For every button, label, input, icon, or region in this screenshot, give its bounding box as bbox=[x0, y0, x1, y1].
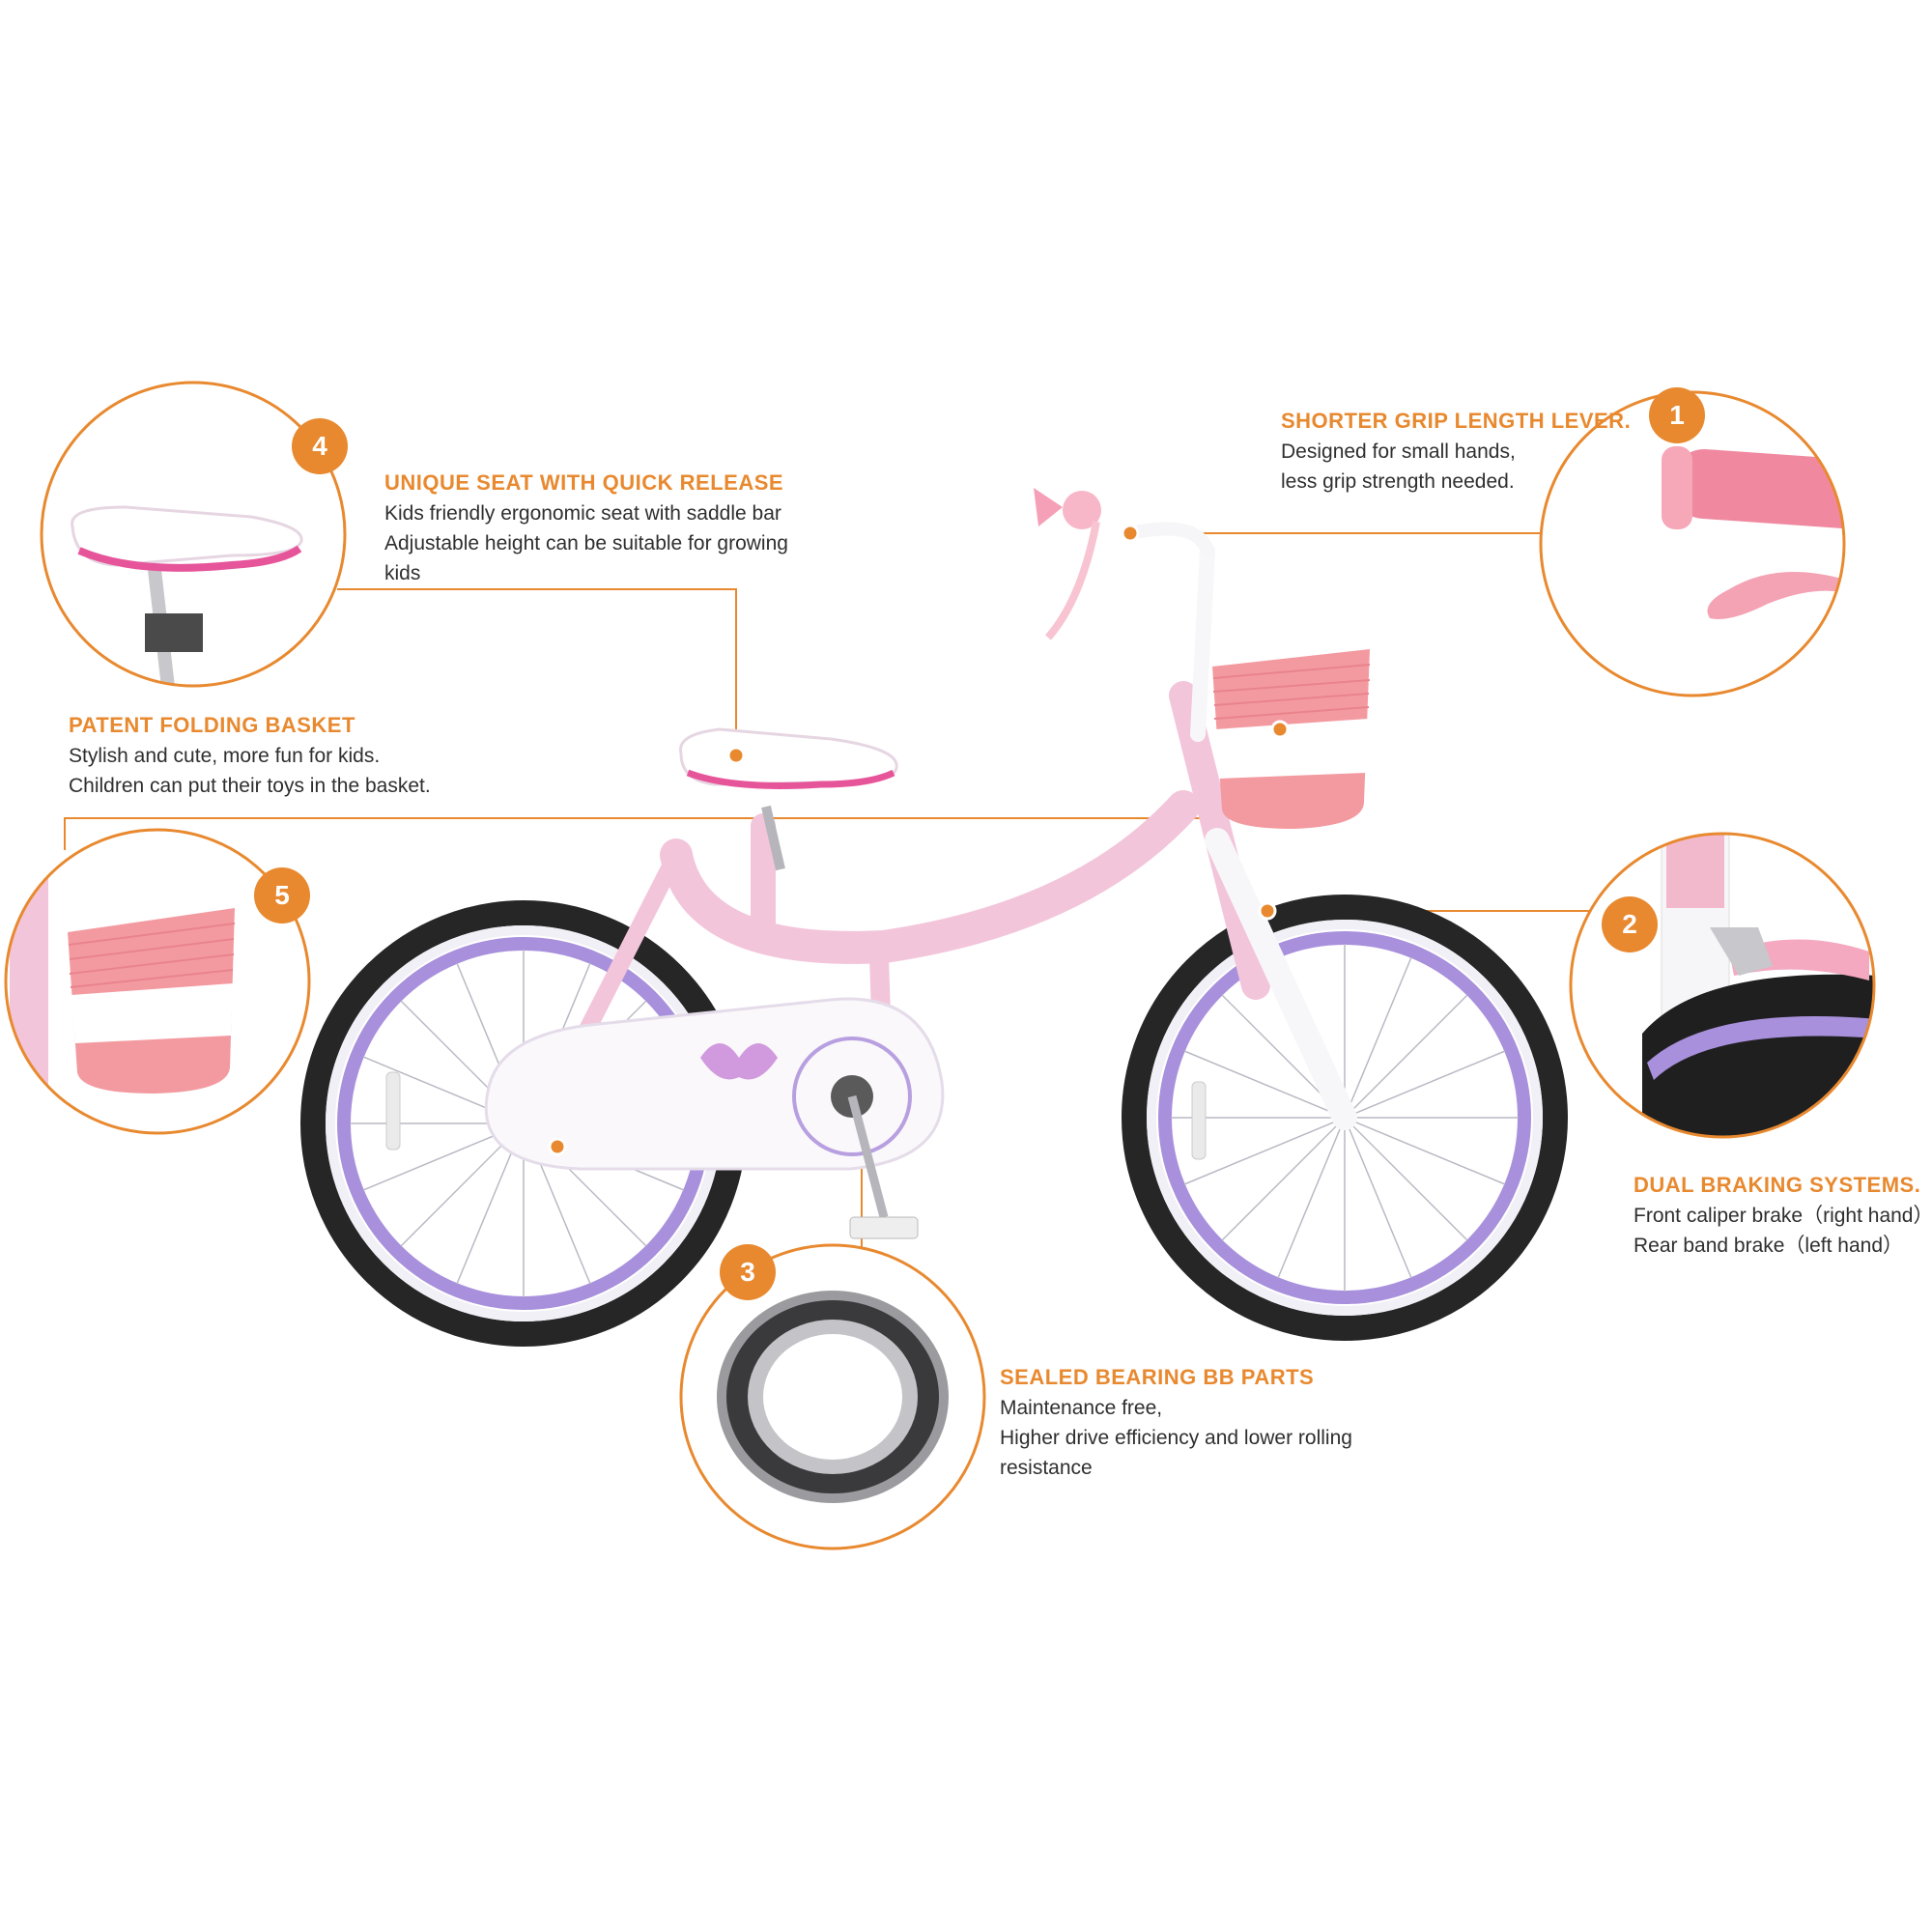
feature-line: Front caliper brake（right hand） bbox=[1634, 1205, 1932, 1227]
badge-1: 1 bbox=[1649, 387, 1705, 443]
feature-line: Designed for small hands, bbox=[1281, 440, 1516, 463]
feature-title: DUAL BRAKING SYSTEMS. bbox=[1634, 1173, 1921, 1197]
feature-folding-basket: PATENT FOLDING BASKET Stylish and cute, … bbox=[69, 710, 431, 801]
feature-line: Higher drive efficiency and lower rollin… bbox=[1000, 1427, 1352, 1449]
feature-dual-braking: DUAL BRAKING SYSTEMS. Front caliper brak… bbox=[1634, 1170, 1932, 1261]
feature-title: UNIQUE SEAT WITH QUICK RELEASE bbox=[384, 470, 784, 495]
feature-line: less grip strength needed. bbox=[1281, 470, 1515, 493]
feature-line: Adjustable height can be suitable for gr… bbox=[384, 532, 788, 554]
badge-2: 2 bbox=[1602, 896, 1658, 952]
bike-seat bbox=[679, 727, 898, 786]
feature-title: SEALED BEARING BB PARTS bbox=[1000, 1365, 1315, 1389]
feature-unique-seat: UNIQUE SEAT WITH QUICK RELEASE Kids frie… bbox=[384, 468, 788, 588]
badge-4: 4 bbox=[292, 418, 348, 474]
bearing-ring-icon bbox=[679, 1243, 986, 1550]
feature-line: kids bbox=[384, 562, 421, 584]
badge-5: 5 bbox=[254, 867, 310, 923]
feature-line: Kids friendly ergonomic seat with saddle… bbox=[384, 502, 781, 525]
kids-bicycle-icon bbox=[300, 488, 1568, 1347]
feature-grip-lever: SHORTER GRIP LENGTH LEVER. Designed for … bbox=[1281, 406, 1631, 497]
feature-title: SHORTER GRIP LENGTH LEVER. bbox=[1281, 409, 1632, 433]
feature-line: Children can put their toys in the baske… bbox=[69, 775, 431, 797]
caliper-brake-icon bbox=[1569, 832, 1876, 1139]
feature-line: Rear band brake（left hand） bbox=[1634, 1235, 1903, 1257]
hotspot-dots bbox=[548, 524, 1290, 1156]
feature-sealed-bearing: SEALED BEARING BB PARTS Maintenance free… bbox=[1000, 1362, 1352, 1483]
feature-line: resistance bbox=[1000, 1457, 1093, 1479]
handlebar-grip-icon bbox=[1539, 390, 1846, 697]
feature-line: Stylish and cute, more fun for kids. bbox=[69, 745, 381, 767]
front-wheel bbox=[1122, 895, 1568, 1341]
bike-frame bbox=[532, 522, 1357, 1130]
badge-3: 3 bbox=[720, 1244, 776, 1300]
feature-title: PATENT FOLDING BASKET bbox=[69, 713, 355, 737]
feature-line: Maintenance free, bbox=[1000, 1397, 1163, 1419]
front-basket bbox=[1212, 649, 1371, 829]
